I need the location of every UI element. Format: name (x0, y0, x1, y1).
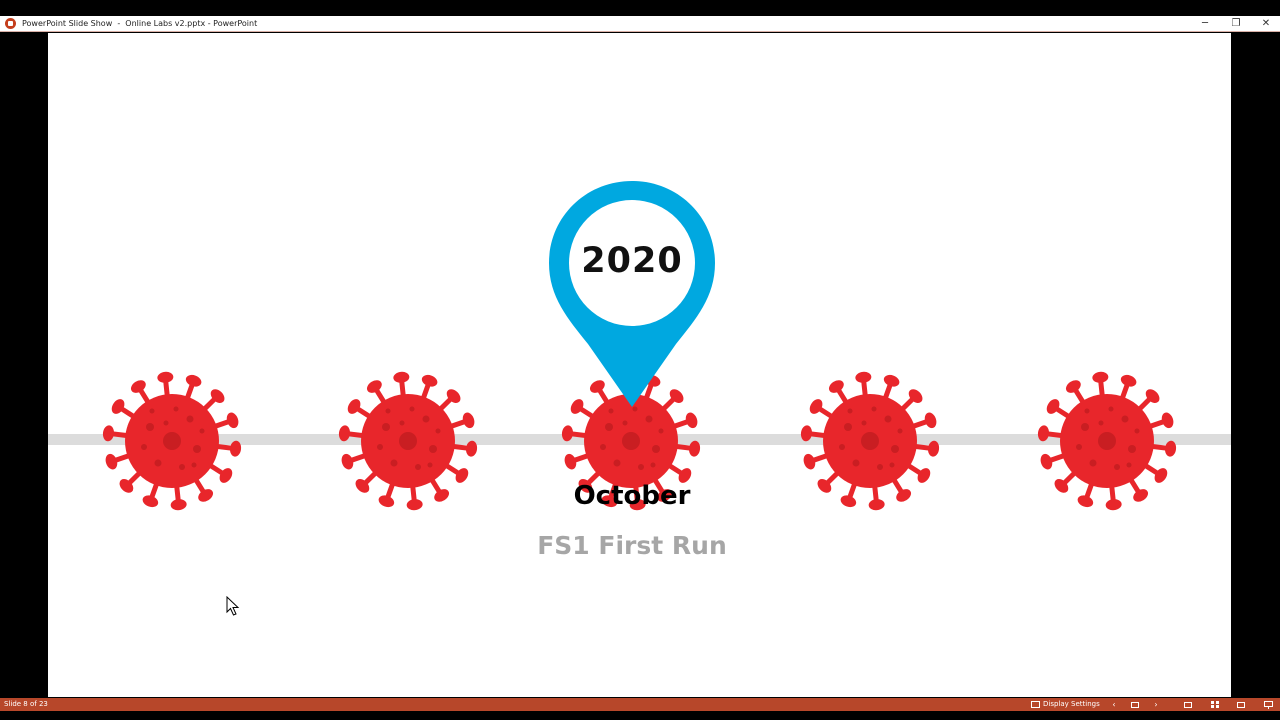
mouse-cursor-icon (226, 596, 240, 616)
powerpoint-app-icon (5, 18, 16, 29)
timeline-month-label: October (573, 481, 691, 511)
window-title: PowerPoint Slide Show - Online Labs v2.p… (22, 19, 258, 28)
normal-view-icon (1184, 701, 1192, 708)
pin-year-label: 2020 (581, 241, 683, 281)
slide-show-icon (1263, 700, 1273, 709)
reading-view-icon (1237, 701, 1245, 708)
display-settings-label: Display Settings (1043, 700, 1100, 708)
next-slide-button[interactable]: › (1154, 700, 1158, 709)
slide-sorter-icon (1211, 701, 1219, 708)
virus-icon (800, 371, 940, 511)
previous-slide-button[interactable]: ‹ (1112, 700, 1116, 709)
virus-icon (102, 371, 242, 511)
location-pin-icon (549, 181, 715, 407)
status-bar: Slide 8 of 23 Display Settings ‹ › (0, 698, 1280, 711)
close-button[interactable]: ✕ (1261, 18, 1271, 29)
window-title-bar: PowerPoint Slide Show - Online Labs v2.p… (0, 16, 1280, 32)
slide-sorter-button[interactable] (1208, 698, 1222, 711)
virus-icon (561, 371, 701, 511)
display-settings-button[interactable]: Display Settings (1031, 698, 1100, 711)
slide-menu-icon (1131, 701, 1139, 708)
normal-view-button[interactable] (1181, 698, 1195, 711)
restore-button[interactable]: ❐ (1231, 18, 1241, 29)
slide-menu-button[interactable] (1128, 698, 1142, 711)
timeline-event-label: FS1 First Run (537, 531, 727, 560)
slide-show-button[interactable] (1261, 698, 1275, 711)
slide-counter: Slide 8 of 23 (4, 700, 48, 708)
minimize-button[interactable]: ─ (1201, 18, 1209, 29)
monitor-icon (1031, 701, 1040, 708)
reading-view-button[interactable] (1234, 698, 1248, 711)
virus-icon (338, 371, 478, 511)
slide-canvas[interactable]: 2020 October FS1 First Run (48, 33, 1231, 697)
virus-icon (1037, 371, 1177, 511)
